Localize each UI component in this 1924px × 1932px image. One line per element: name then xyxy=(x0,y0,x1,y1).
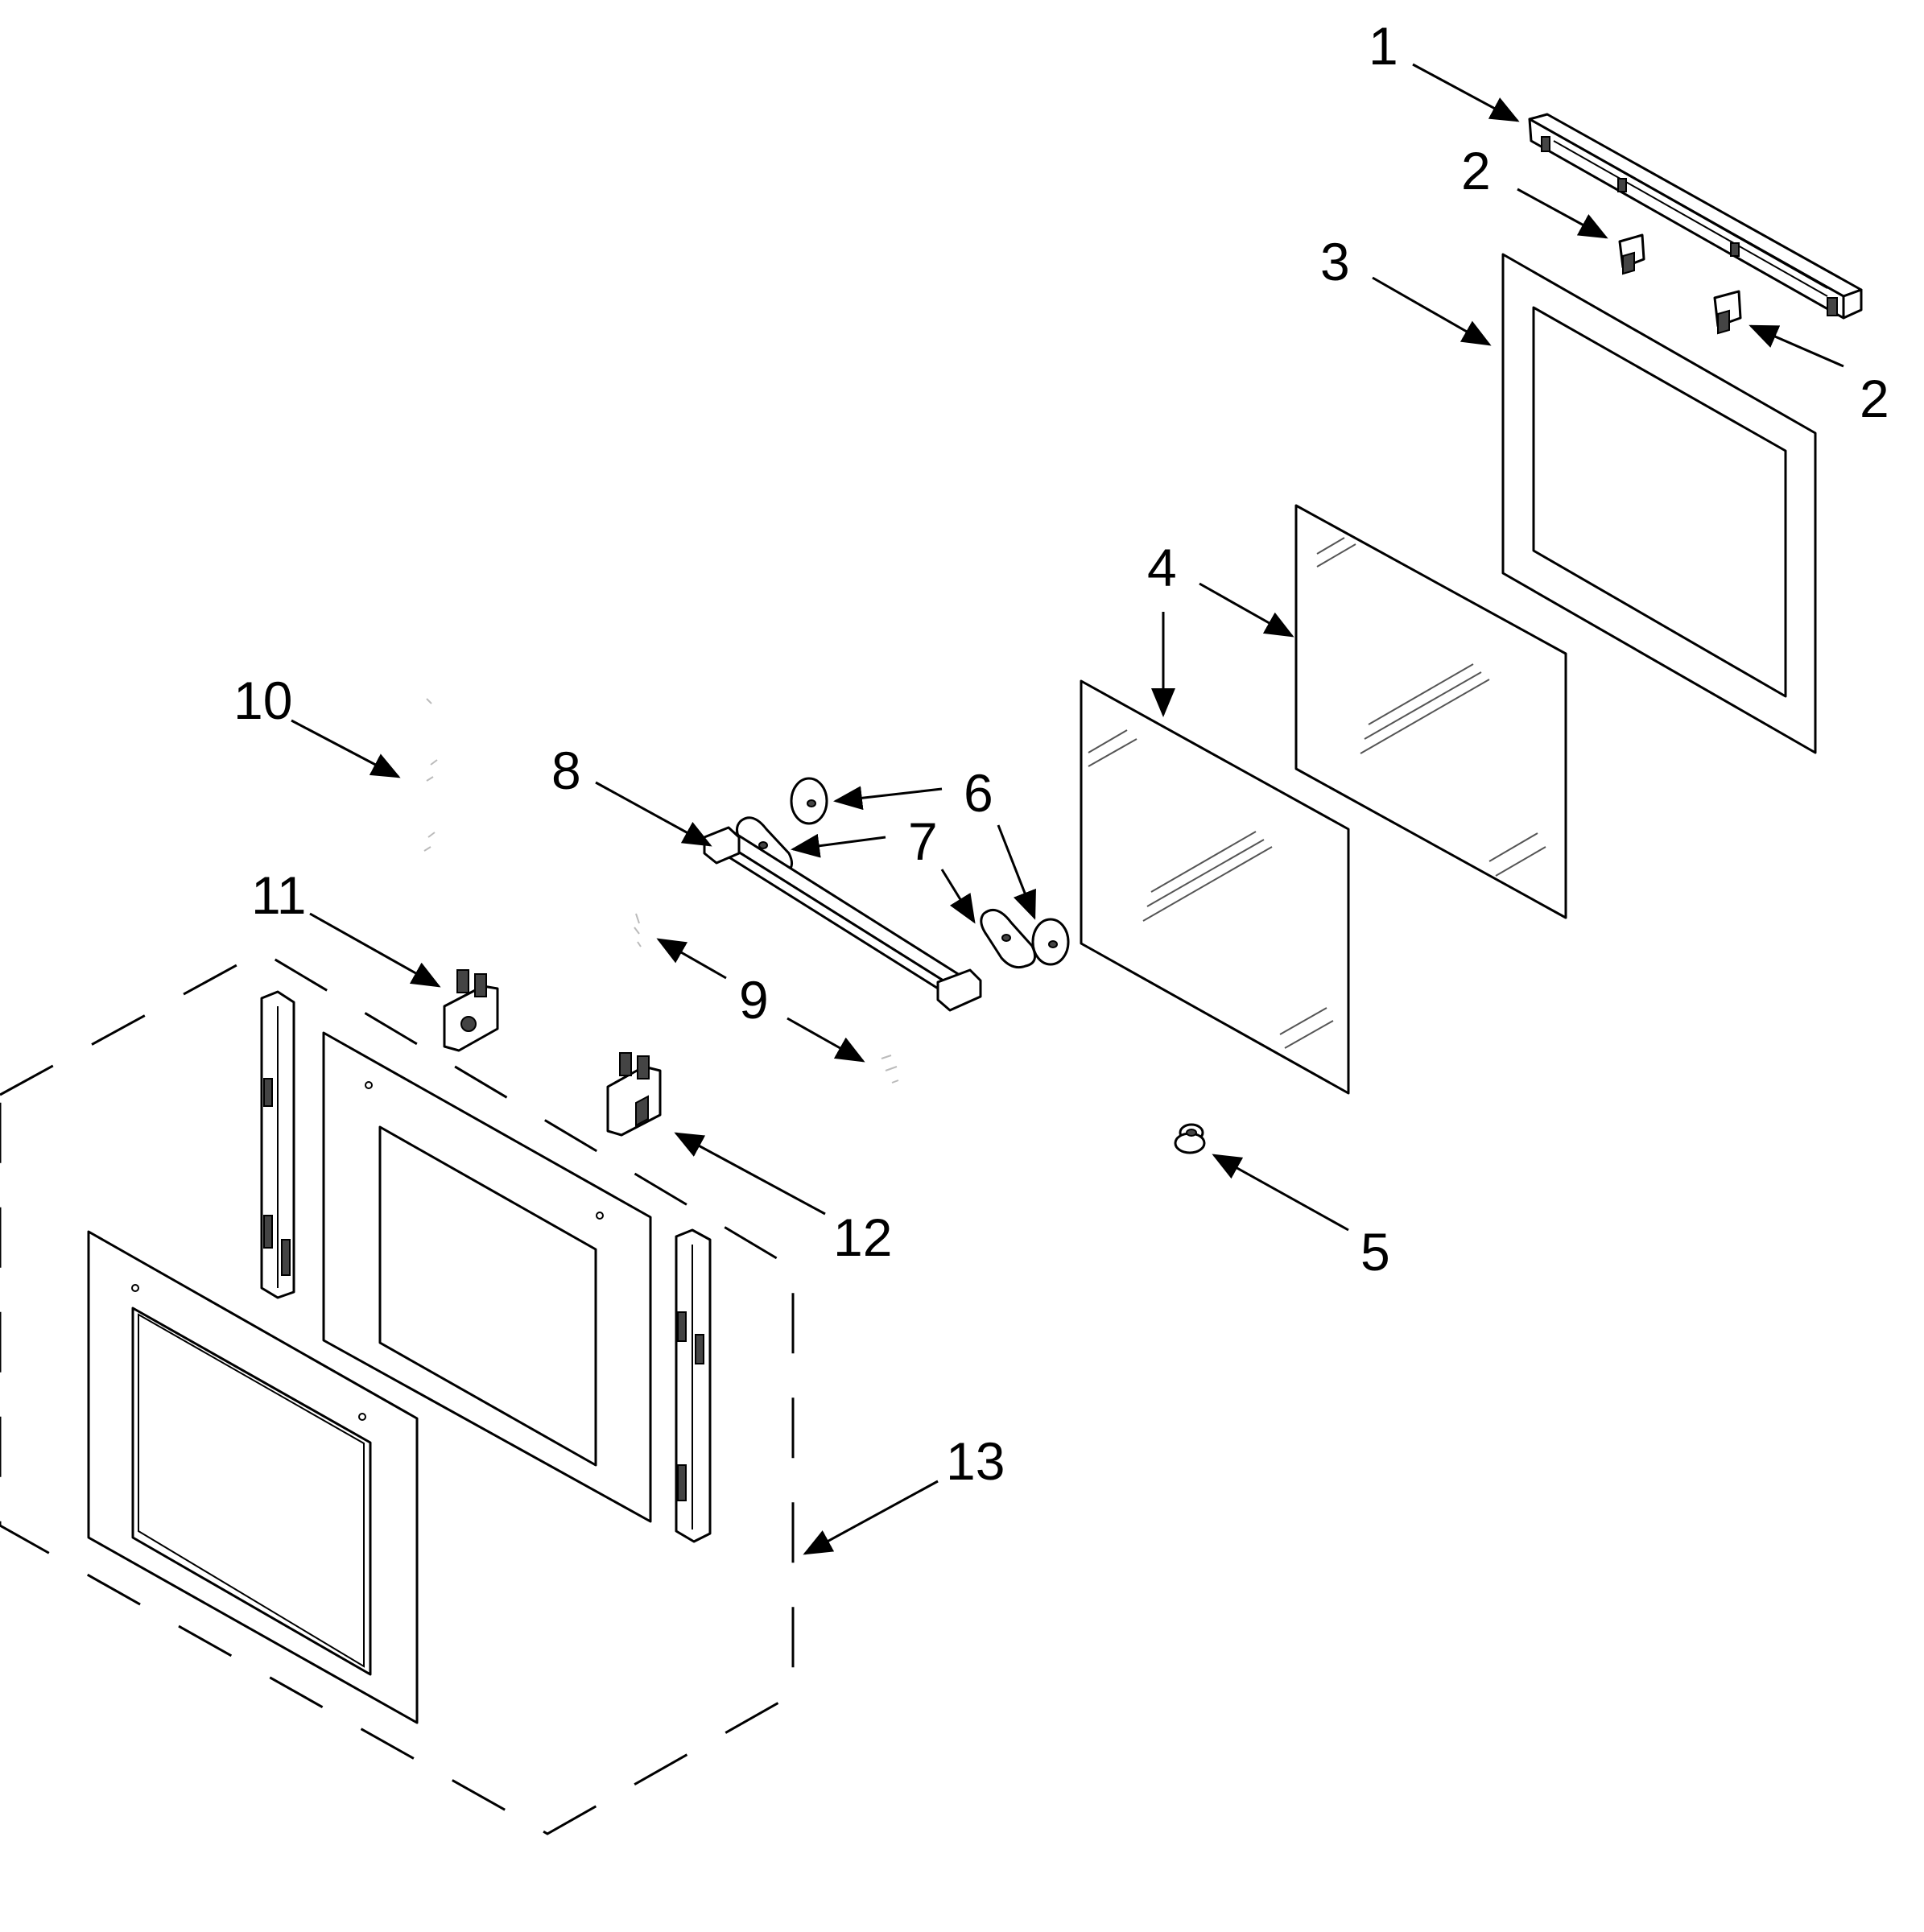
part-12-hinge-receptacle xyxy=(606,1052,662,1137)
callout-10: 10 xyxy=(233,671,292,730)
callout-8: 8 xyxy=(551,741,581,800)
callout-1: 1 xyxy=(1369,16,1398,76)
callout-4-rear: 4 xyxy=(1147,538,1177,597)
part-4-glass-panel-rear xyxy=(1294,504,1567,919)
callout-2-upper: 2 xyxy=(1461,141,1491,200)
part-7-spacer-lower xyxy=(980,908,1037,969)
part-2-clip-upper xyxy=(1618,233,1645,275)
callout-13: 13 xyxy=(946,1431,1005,1491)
part-9-screws xyxy=(634,913,899,1084)
callout-11: 11 xyxy=(251,865,307,925)
part-1-vent-trim xyxy=(1528,113,1863,320)
part-10-screws xyxy=(423,698,438,852)
callout-5: 5 xyxy=(1360,1222,1390,1282)
callout-labels: 1 2 2 3 4 5 6 7 8 9 10 11 12 13 xyxy=(233,16,1889,1491)
callout-2-lower: 2 xyxy=(1860,369,1889,428)
callout-9: 9 xyxy=(739,970,769,1030)
part-8-handle xyxy=(703,826,982,1012)
part-3-inner-door-panel xyxy=(1501,253,1817,754)
part-11-hinge-receptacle xyxy=(443,969,499,1052)
part-2-clip-lower xyxy=(1713,290,1742,335)
callout-12: 12 xyxy=(833,1208,892,1267)
callout-3: 3 xyxy=(1320,232,1350,291)
callout-6: 6 xyxy=(964,763,993,823)
part-6-washer-upper xyxy=(790,777,828,825)
part-6-washer-lower xyxy=(1031,918,1070,966)
callout-7: 7 xyxy=(908,811,938,871)
leader-arrows xyxy=(291,63,1844,1555)
part-13-outer-door-assembly xyxy=(0,950,795,1835)
part-5-bumper xyxy=(1174,1123,1206,1154)
part-4-glass-panel-front xyxy=(1080,679,1350,1095)
